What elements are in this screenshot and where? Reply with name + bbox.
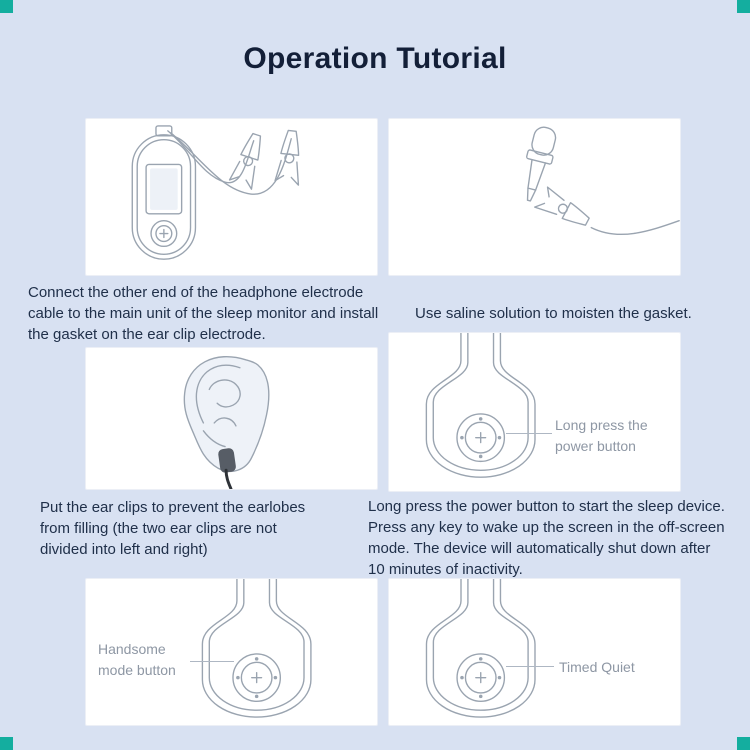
callout-pointer-line: [190, 661, 234, 662]
corner-accent-bottom-right: [737, 737, 750, 750]
sleep-device-illustration: [425, 579, 536, 718]
step1-caption: Connect the other end of the headphone e…: [28, 284, 379, 343]
page-title: Operation Tutorial: [243, 42, 507, 75]
corner-accent-top-left: [0, 0, 13, 13]
corner-accent-bottom-left: [0, 737, 13, 750]
step3-caption: Put the ear clips to prevent the earlobe…: [40, 499, 306, 558]
panel-timer: Timed Quiet: [388, 578, 681, 726]
mode-button-callout-label: Handsome mode button: [98, 641, 176, 678]
corner-accent-top-right: [737, 0, 750, 13]
timer-callout-label: Timed Quiet: [559, 659, 635, 675]
callout-pointer-line: [506, 666, 554, 667]
panel-mode-button: Handsome mode button: [85, 578, 378, 726]
panel-ear-clip: [85, 347, 378, 490]
sleep-device-illustration: [425, 333, 536, 478]
step4-caption: Long press the power button to start the…: [368, 498, 725, 578]
callout-pointer-line: [506, 433, 552, 434]
panel-connect-cable: [85, 118, 378, 276]
device-with-clips-illustration: [131, 125, 305, 260]
panel-power-button: Long press the power button: [388, 332, 681, 492]
step2-caption: Use saline solution to moisten the gaske…: [415, 305, 692, 322]
ear-clip-illustration: [183, 356, 270, 489]
power-button-callout-label: Long press the power button: [555, 417, 648, 454]
panel-saline: [388, 118, 681, 276]
saline-dropper-illustration: [526, 126, 680, 235]
